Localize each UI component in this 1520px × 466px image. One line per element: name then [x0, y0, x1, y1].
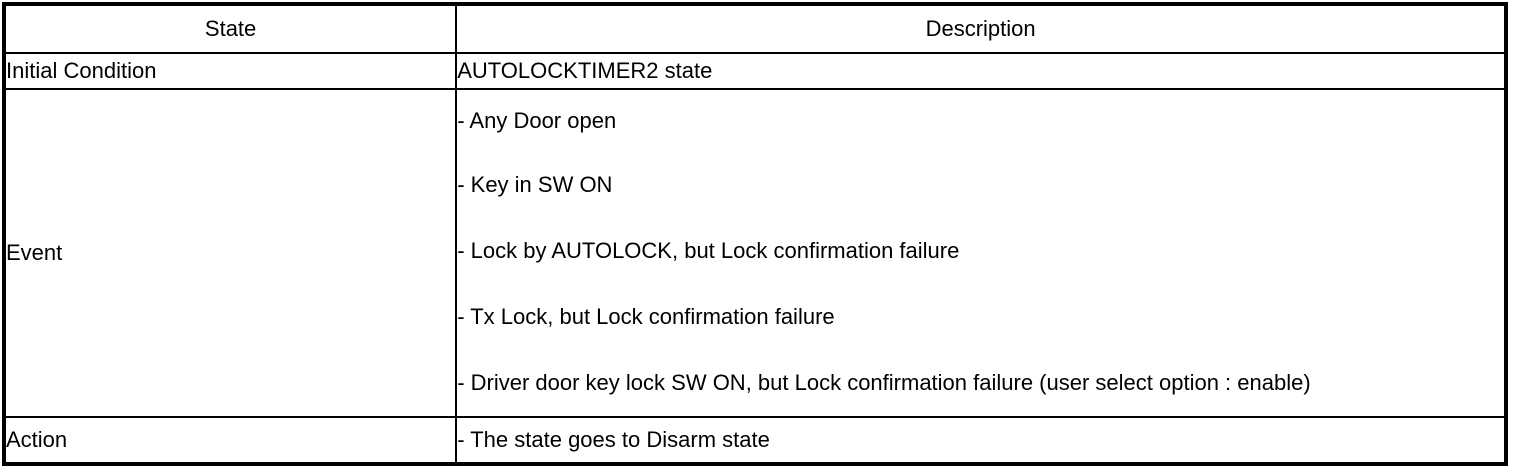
row-description-initial-condition: AUTOLOCKTIMER2 state	[455, 52, 1507, 90]
list-item: - Key in SW ON	[457, 172, 613, 197]
column-header-description: Description	[455, 3, 1507, 54]
list-item: - Lock by AUTOLOCK, but Lock confirmatio…	[457, 238, 960, 263]
row-label-action: Action	[2, 416, 458, 465]
list-item: - Tx Lock, but Lock confirmation failure	[457, 304, 835, 329]
row-label-event: Event	[2, 88, 458, 418]
table-row-event: Event - Any Door open - Key in SW ON - L…	[2, 88, 1507, 418]
list-item: - Driver door key lock SW ON, but Lock c…	[457, 370, 1311, 395]
row-description-event: - Any Door open - Key in SW ON - Lock by…	[455, 88, 1507, 418]
table-row-action: Action - The state goes to Disarm state	[2, 416, 1507, 465]
table-header-row: State Description	[2, 3, 1507, 54]
row-label-initial-condition: Initial Condition	[2, 52, 458, 90]
table-body: Initial Condition AUTOLOCKTIMER2 state E…	[2, 52, 1507, 465]
column-header-state: State	[2, 3, 458, 54]
event-item-list: - Any Door open - Key in SW ON - Lock by…	[457, 90, 1504, 416]
list-item: - Any Door open	[457, 108, 617, 133]
row-description-action: - The state goes to Disarm state	[455, 416, 1507, 465]
table-header: State Description	[2, 3, 1507, 54]
table-row-initial-condition: Initial Condition AUTOLOCKTIMER2 state	[2, 52, 1507, 90]
